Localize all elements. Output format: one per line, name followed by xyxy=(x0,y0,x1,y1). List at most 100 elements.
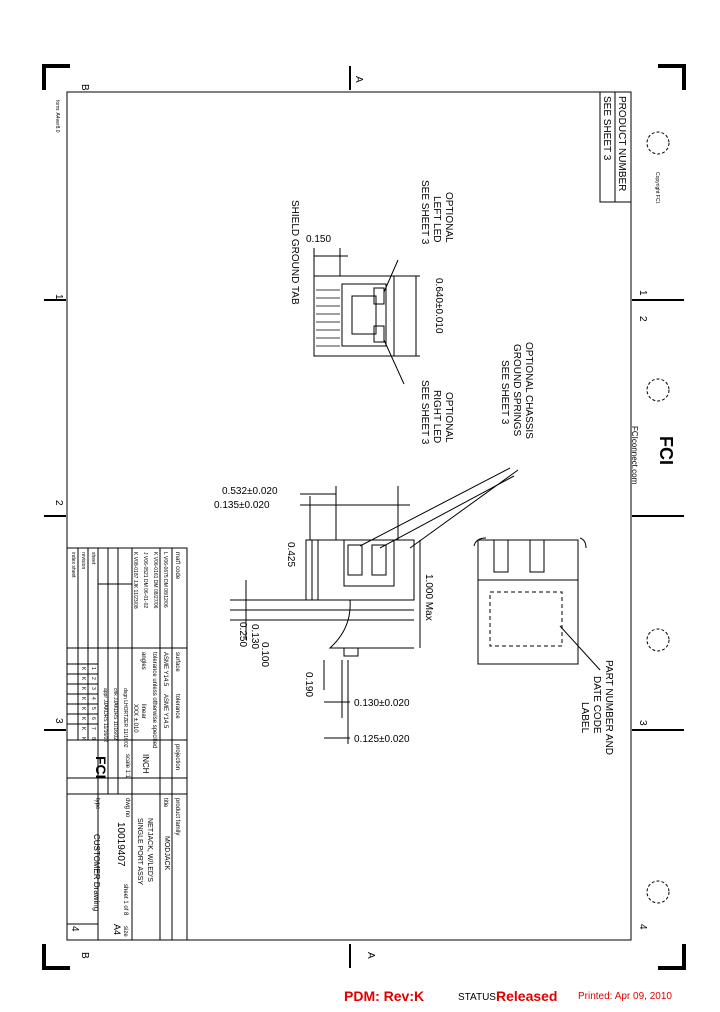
sheet-number-cell: 8 xyxy=(90,737,96,740)
front-view xyxy=(473,537,601,671)
revision-row-2: K V06-0161 DM 08/27/06 xyxy=(152,552,158,609)
top-view-dim-tab: 0.150 xyxy=(306,234,331,245)
revision-row-4: K V08-0187 JJK 11/23/08 xyxy=(132,552,138,609)
top-view-left-led-3: SEE SHEET 3 xyxy=(419,180,430,245)
approval-chk: chk JJAKDRS 11/16/02 xyxy=(112,688,118,740)
top-view xyxy=(313,248,420,385)
sheet-revision-cell: K xyxy=(80,717,86,721)
zone-number-right-3: 3 xyxy=(637,720,648,726)
angles-label: angles xyxy=(140,652,146,670)
registration-circles xyxy=(646,131,670,904)
sheet-number-cell: 5 xyxy=(90,707,96,710)
type-value: CUSTOMER Drawing xyxy=(92,834,101,911)
sheet-revision-cell: K xyxy=(80,697,86,701)
side-view-dim-5: 0.130 xyxy=(249,624,260,649)
sheet-number-cell: 7 xyxy=(90,727,96,730)
type-label: type xyxy=(94,798,100,810)
zone-number-right-1: 1 xyxy=(637,290,648,296)
matl-code-label: mat'l code xyxy=(174,552,180,580)
sheet-revision-cell: K xyxy=(80,667,86,671)
zone-letter-bottom-right: A xyxy=(365,952,376,959)
sheet-number-cell: 4 xyxy=(90,697,96,700)
top-view-dim-width: 0.640±0.010 xyxy=(433,278,444,334)
size-label: size xyxy=(122,926,128,937)
dwg-no-label: dwg no xyxy=(124,798,130,818)
sheet-number-cell: 1 xyxy=(90,667,96,670)
top-view-right-led-3: SEE SHEET 3 xyxy=(419,380,430,445)
drawing-frame xyxy=(66,91,632,941)
zone-letter-top-right: A xyxy=(353,76,364,83)
pdm-revision: PDM: Rev:K xyxy=(344,988,425,1004)
front-view-label-3: LABEL xyxy=(579,702,590,734)
projection-label: projection xyxy=(174,744,180,770)
product-family-value: MODJACK xyxy=(163,836,170,871)
front-view-label-2: DATE CODE xyxy=(591,676,602,734)
sheet-cells: 1 2 3 4 5 6 7 8 K K K K K K K K xyxy=(80,667,96,741)
side-view-dim-4: 1.000 Max xyxy=(423,574,434,621)
product-family-label: product family xyxy=(174,798,180,835)
top-view-right-led-2: RIGHT LED xyxy=(431,390,442,443)
sheet-revision-cell: K xyxy=(80,737,86,741)
sheet-revision-cell: K xyxy=(80,687,86,691)
front-view-label-1: PART NUMBER AND xyxy=(603,660,614,755)
side-view-dim-6: 0.100 xyxy=(259,642,270,667)
sheet-revision-cell: K xyxy=(80,727,86,731)
top-view-shield-tab: SHIELD GROUND TAB xyxy=(289,200,300,305)
zone-number-left-1: 1 xyxy=(53,294,64,300)
product-number-value: SEE SHEET 3 xyxy=(601,96,612,161)
side-view-dim-1: 0.532±0.020 xyxy=(222,486,278,497)
product-number-box: PRODUCT NUMBER SEE SHEET 3 xyxy=(599,91,632,203)
scale-value: scale 1:1 xyxy=(124,754,130,779)
side-view xyxy=(230,467,519,744)
side-view-dim-7: 0.250 xyxy=(237,622,248,647)
fci-block: FCI FCIconnect.com xyxy=(630,426,676,485)
status-value: Released xyxy=(496,988,558,1004)
fci-logo: FCI xyxy=(656,436,676,465)
linear-label: linear xyxy=(140,704,146,719)
approval-appr: appr JJAKDRS 11/16/02 xyxy=(102,688,108,742)
tolerance-spec: ASME Y14.5 xyxy=(162,694,168,729)
sheet-row-label: sheet xyxy=(90,552,96,565)
revision-row-3: J V06-0521 DM 06-01-02 xyxy=(142,552,148,608)
sheet-number-cell: 2 xyxy=(90,677,96,680)
linear-value: XXX ±.010 xyxy=(132,704,138,733)
units-value: INCH xyxy=(141,754,150,774)
printed-date: Printed: Apr 09, 2010 xyxy=(578,991,672,1002)
side-view-chassis-2: GROUND SPRINGS xyxy=(511,344,522,437)
title-line-1: NETJACK, W/LED'S xyxy=(146,818,153,882)
approval-dsgn: dsgn LHORTZER 11/16/02 xyxy=(122,688,128,748)
title-block-fci-logo: FCI xyxy=(93,756,109,779)
side-view-chassis-1: OPTIONAL CHASSIS xyxy=(523,342,534,439)
sheet-number-cell: 6 xyxy=(90,717,96,720)
top-view-right-led-1: OPTIONAL xyxy=(443,392,454,443)
side-view-dim-10: 0.125±0.020 xyxy=(354,734,410,745)
title-label: title xyxy=(162,798,168,808)
zone-number-left-3: 3 xyxy=(53,718,64,724)
zone-number-right-2: 2 xyxy=(637,316,648,322)
copyright-text: Copyright FCI. xyxy=(654,172,660,204)
index-row-label: index sheet xyxy=(70,552,76,578)
top-view-left-led-1: OPTIONAL xyxy=(443,192,454,243)
dwg-no-value: 10019407 xyxy=(115,822,126,867)
sheet-number-cell: 3 xyxy=(90,687,96,690)
title-line-2: SINGLE PORT ASSY xyxy=(136,818,143,885)
side-view-dim-2: 0.135±0.020 xyxy=(214,500,270,511)
sheet-value: sheet 1 of 8 xyxy=(122,884,128,916)
zone-letter-top-left: B xyxy=(79,84,90,91)
sheet-revision-cell: K xyxy=(80,707,86,711)
side-view-dim-9: 0.130±0.020 xyxy=(354,698,410,709)
corner-marks xyxy=(42,64,686,970)
tolerance-label: tolerance xyxy=(174,694,180,719)
zone-number-left-2: 2 xyxy=(53,500,64,506)
zone-number-right-4: 4 xyxy=(637,924,648,930)
zone-number-left-4: 4 xyxy=(69,926,80,932)
tolerance-note: tolerance unless otherwise specified xyxy=(151,652,157,748)
product-number-header: PRODUCT NUMBER xyxy=(616,96,627,191)
form-version: form: A4ver8.0 xyxy=(54,100,60,133)
revision-row-label: revision xyxy=(80,552,86,569)
side-view-chassis-3: SEE SHEET 3 xyxy=(499,360,510,425)
revision-row-1: L V06-0675 DM 08/12/06 xyxy=(162,552,168,608)
fci-url: FCIconnect.com xyxy=(630,426,639,485)
sheet-revision-cell: K xyxy=(80,677,86,681)
